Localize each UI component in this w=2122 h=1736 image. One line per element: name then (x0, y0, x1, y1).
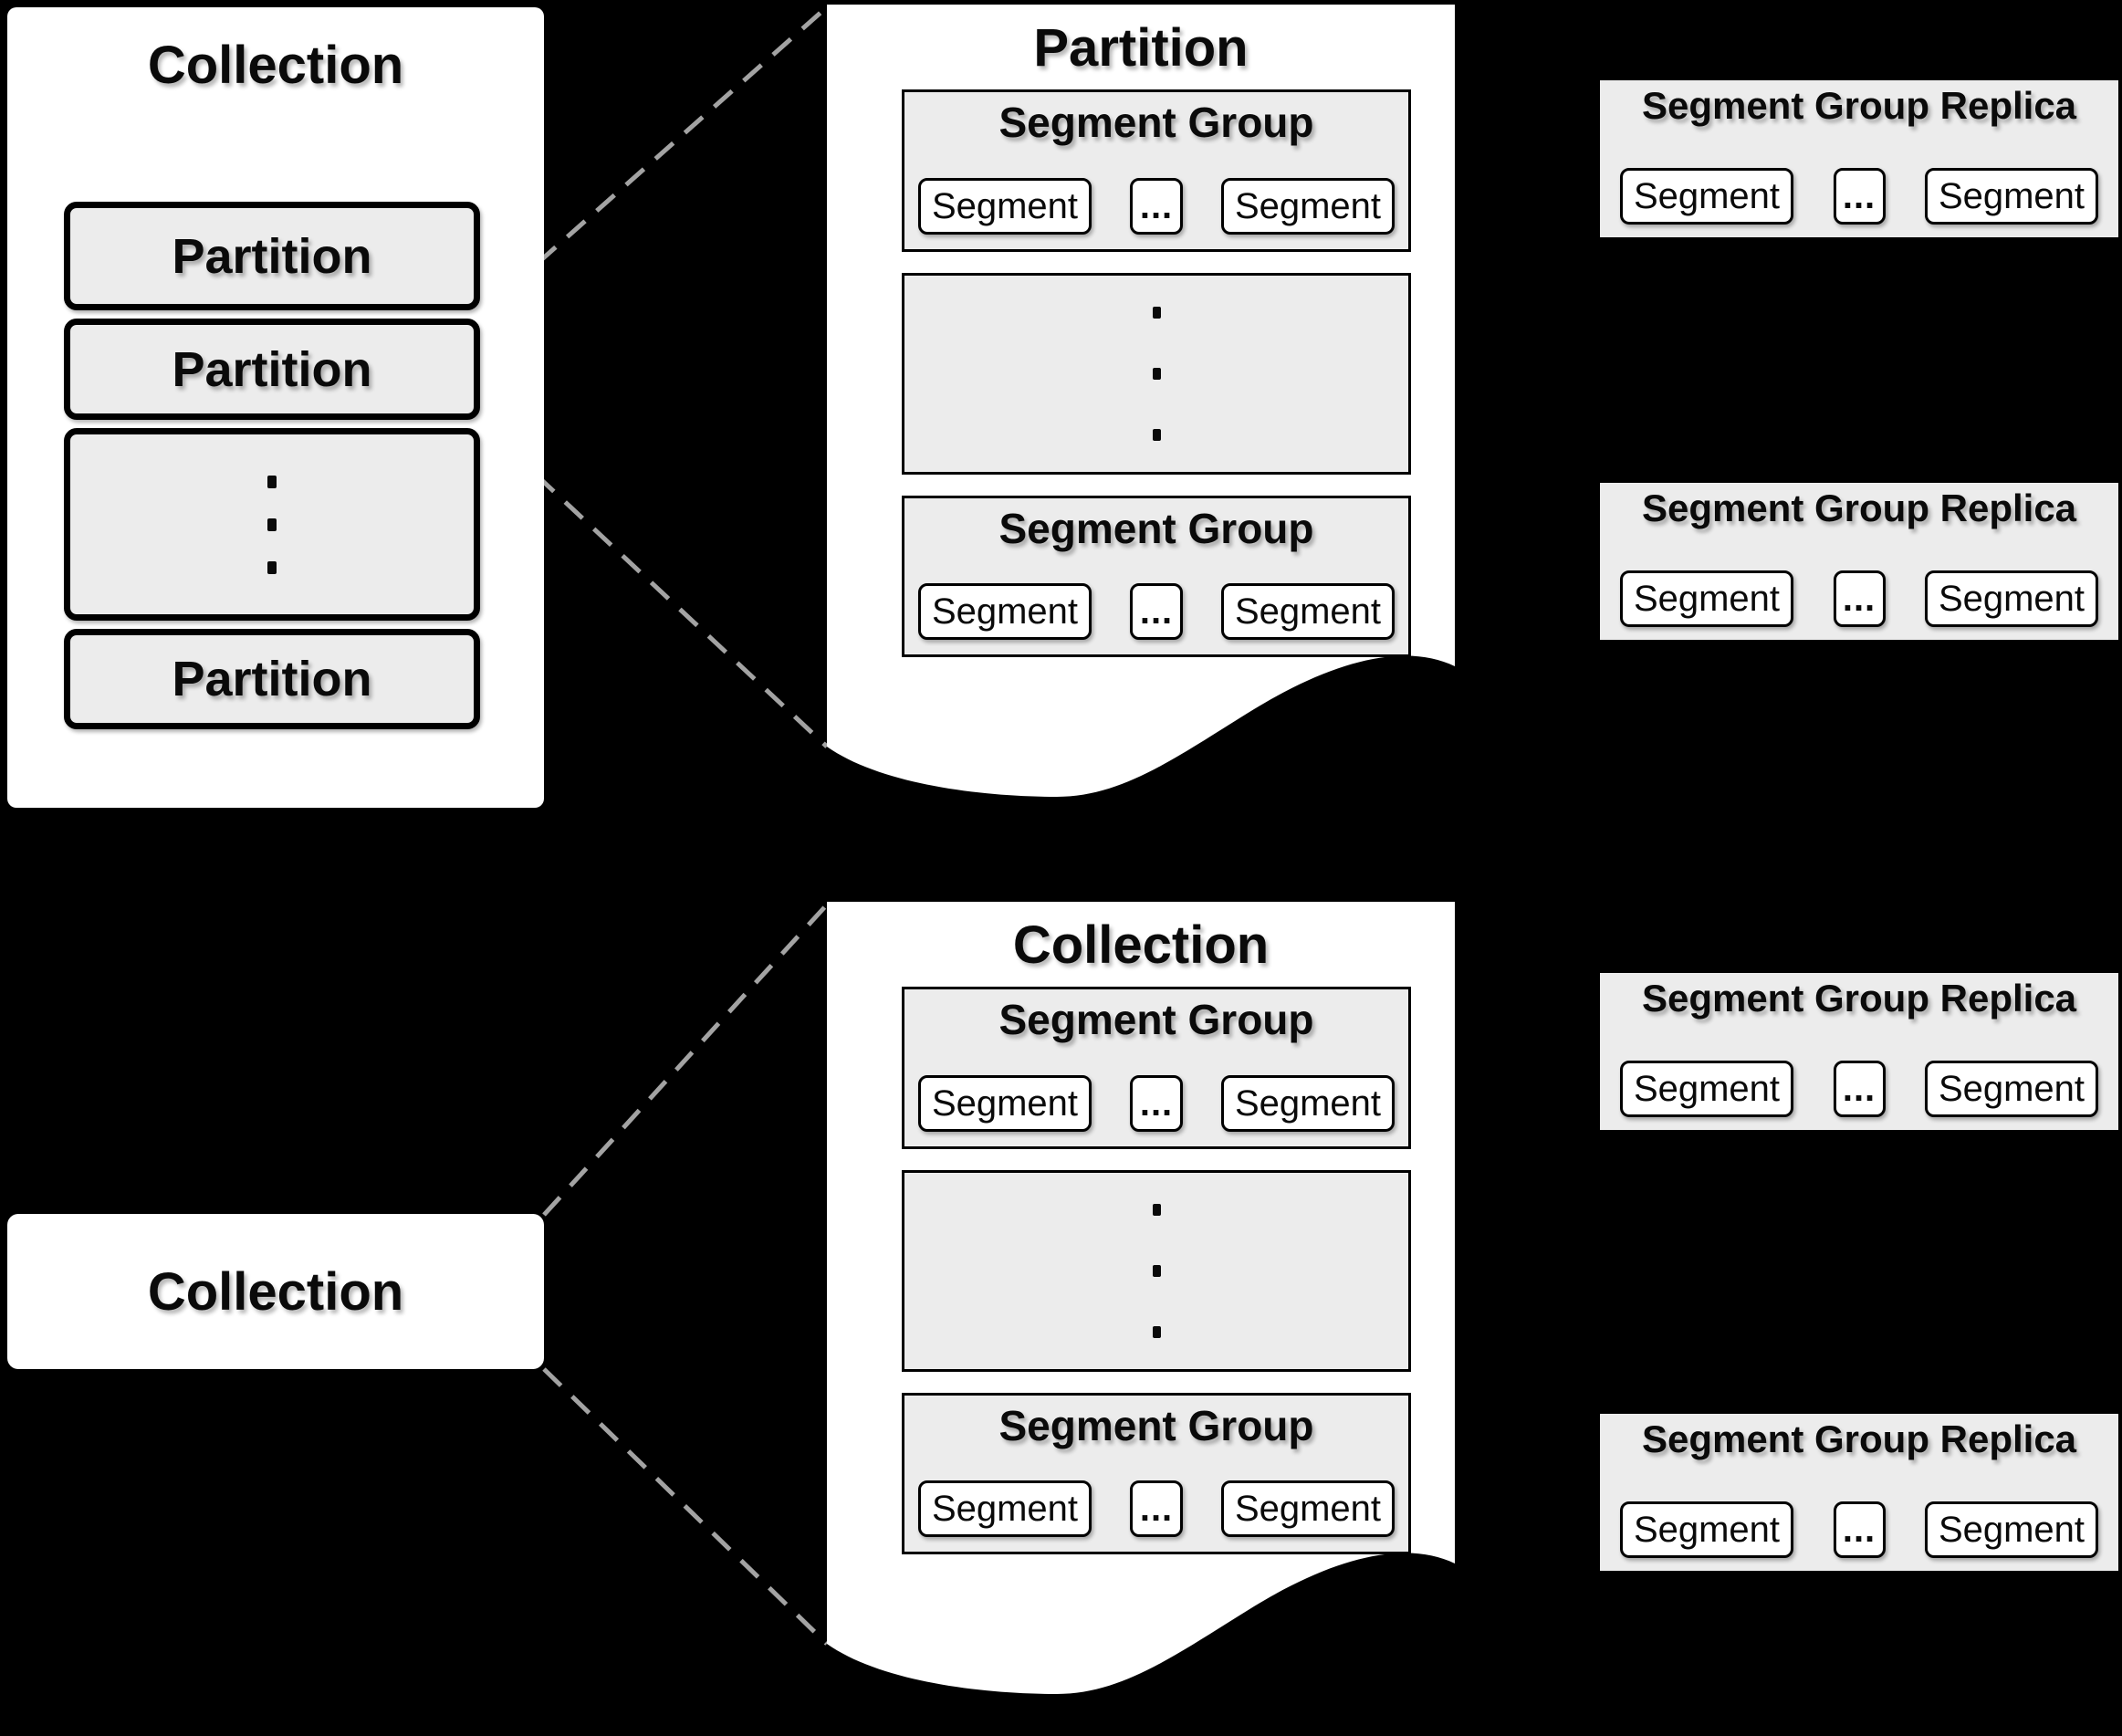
segment-group-replica-box: Segment Group Replica Segment ... Segmen… (1600, 973, 2118, 1130)
vertical-ellipsis-icon (1152, 307, 1161, 441)
vertical-ellipsis-icon (267, 475, 277, 574)
partition-ellipsis-box (64, 428, 480, 621)
segment-group-replica-title: Segment Group Replica (1641, 977, 2077, 1020)
segment-ellipsis-box: ... (1833, 1061, 1886, 1117)
segment-group-title: Segment Group (998, 505, 1314, 552)
segment-group-replica-box: Segment Group Replica Segment ... Segmen… (1600, 1414, 2118, 1571)
collection-panel: Collection Partition Partition Partition (7, 7, 544, 808)
partition-box: Partition (64, 202, 480, 310)
segment-ellipsis-box: ... (1130, 583, 1183, 640)
partition-label: Partition (172, 652, 372, 706)
segment-group-replica-box: Segment Group Replica Segment ... Segmen… (1600, 483, 2118, 640)
segment-group-box: Segment Group Segment ... Segment (902, 89, 1411, 252)
segment-ellipsis-box: ... (1833, 1501, 1886, 1558)
segment-box: Segment (1620, 1061, 1793, 1117)
segment-group-box: Segment Group Segment ... Segment (902, 496, 1411, 657)
segment-row: Segment ... Segment (918, 1480, 1395, 1537)
segment-group-replica-box: Segment Group Replica Segment ... Segmen… (1600, 80, 2118, 237)
segment-group-title: Segment Group (998, 99, 1314, 146)
segment-box: Segment (1221, 583, 1395, 640)
page-title: Partition (1033, 18, 1249, 78)
segment-box: Segment (918, 178, 1092, 235)
segment-group-box: Segment Group Segment ... Segment (902, 987, 1411, 1149)
segment-box: Segment (1620, 168, 1793, 225)
segment-group-replica-title: Segment Group Replica (1641, 1417, 2077, 1460)
segment-row: Segment ... Segment (1620, 168, 2098, 225)
segment-box: Segment (918, 1075, 1092, 1132)
collection-box-label: Collection (147, 1261, 404, 1322)
segment-box: Segment (1925, 168, 2098, 225)
segment-box: Segment (1925, 570, 2098, 627)
segment-ellipsis-box: ... (1130, 178, 1183, 235)
segment-ellipsis-box: ... (1130, 1075, 1183, 1132)
collection-detail-page: Collection Segment Group Segment ... Seg… (827, 902, 1455, 1705)
collection-box: Collection (7, 1214, 544, 1369)
partition-label: Partition (172, 341, 372, 397)
segment-row: Segment ... Segment (918, 178, 1395, 235)
segment-box: Segment (1925, 1061, 2098, 1117)
segment-box: Segment (918, 583, 1092, 640)
segment-row: Segment ... Segment (1620, 1061, 2098, 1117)
segment-group-ellipsis-box (902, 273, 1411, 475)
connector-line-bottom-lower (542, 1367, 829, 1646)
segment-row: Segment ... Segment (1620, 1501, 2098, 1558)
segment-box: Segment (1925, 1501, 2098, 1558)
partition-box: Partition (64, 629, 480, 729)
partition-detail-page: Partition Segment Group Segment ... Segm… (827, 5, 1455, 808)
vertical-ellipsis-icon (1152, 1204, 1161, 1338)
collection-panel-title: Collection (147, 36, 404, 95)
segment-group-title: Segment Group (998, 996, 1314, 1043)
segment-row: Segment ... Segment (1620, 570, 2098, 627)
partition-box: Partition (64, 319, 480, 420)
segment-ellipsis-box: ... (1833, 168, 1886, 225)
segment-row: Segment ... Segment (918, 583, 1395, 640)
segment-group-replica-title: Segment Group Replica (1641, 486, 2077, 529)
segment-box: Segment (1620, 570, 1793, 627)
segment-group-replica-title: Segment Group Replica (1641, 84, 2077, 127)
segment-group-ellipsis-box (902, 1170, 1411, 1372)
segment-box: Segment (1221, 178, 1395, 235)
segment-group-title: Segment Group (998, 1402, 1314, 1449)
segment-row: Segment ... Segment (918, 1075, 1395, 1132)
segment-box: Segment (1620, 1501, 1793, 1558)
segment-box: Segment (1221, 1480, 1395, 1537)
segment-ellipsis-box: ... (1833, 570, 1886, 627)
partition-label: Partition (172, 228, 372, 284)
segment-box: Segment (918, 1480, 1092, 1537)
connector-line-bottom-upper (542, 901, 831, 1217)
page-title: Collection (1012, 915, 1270, 975)
segment-box: Segment (1221, 1075, 1395, 1132)
segment-ellipsis-box: ... (1130, 1480, 1183, 1537)
segment-group-box: Segment Group Segment ... Segment (902, 1393, 1411, 1554)
